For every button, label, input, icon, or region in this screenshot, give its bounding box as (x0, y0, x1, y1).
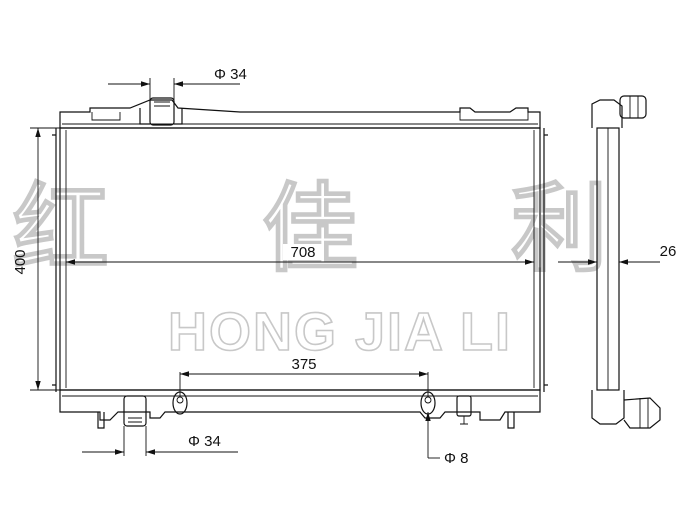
side-bottom-tank (591, 390, 625, 425)
height-value: 400 (12, 249, 29, 274)
dimension-hose-spacing: 375 (179, 356, 429, 396)
mounting-pin-left (97, 412, 105, 429)
side-plate-right (543, 128, 548, 392)
hose-spacing-value: 375 (291, 356, 316, 373)
side-view (591, 95, 661, 429)
watermark-english: HONG JIA LI (168, 302, 512, 362)
bottom-outlet-value: Φ 34 (188, 433, 221, 450)
dimension-drain-fitting: Φ 8 (425, 412, 468, 467)
dimension-height: 400 (12, 127, 60, 391)
side-plate-left (52, 128, 57, 392)
core-depth-value: 26 (660, 243, 677, 260)
side-inlet-pipe (619, 95, 647, 119)
front-view (52, 97, 548, 429)
side-outlet-pipe (623, 397, 661, 429)
width-value: 708 (290, 244, 315, 261)
bottom-outlet-neck (123, 395, 147, 427)
dimension-bottom-outlet: Φ 34 (82, 426, 238, 456)
drain-plug (456, 395, 472, 425)
top-inlet-neck (139, 97, 183, 126)
dimension-core-depth: 26 (558, 243, 677, 265)
drain-fitting-value: Φ 8 (444, 450, 468, 467)
bottom-tank (59, 389, 541, 421)
dimension-top-inlet: Φ 34 (108, 66, 247, 100)
watermark-chinese: 红 佳 利 (13, 173, 668, 285)
top-tank (59, 99, 541, 129)
watermark: 红 佳 利 HONG JIA LI (12, 172, 668, 363)
side-top-tank (591, 99, 623, 128)
mounting-pin-right (507, 412, 515, 429)
dimension-width: 708 (66, 244, 534, 265)
top-inlet-value: Φ 34 (214, 66, 247, 83)
